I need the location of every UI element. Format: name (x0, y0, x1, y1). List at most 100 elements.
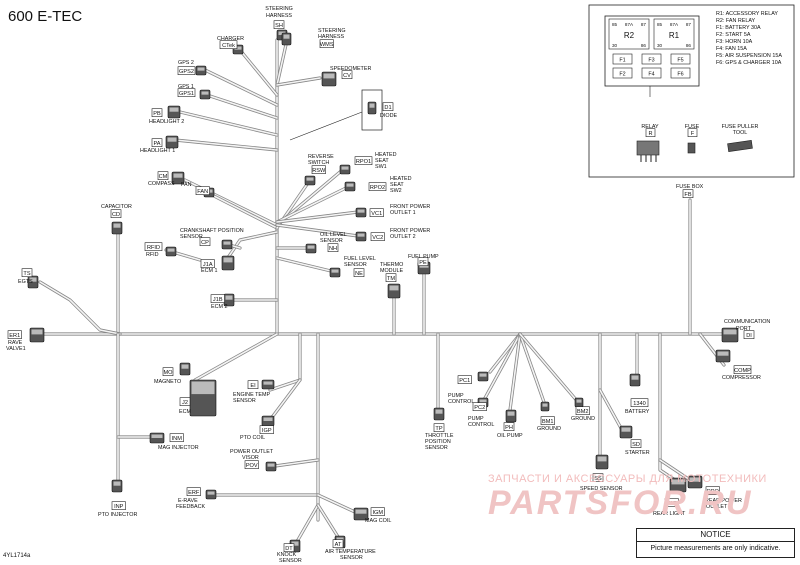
pc2-branch-core (484, 333, 521, 399)
connector-code-tp: TP (435, 426, 442, 432)
magneto-branch-core (194, 333, 278, 381)
connector-cv-icon-shine (323, 73, 335, 79)
headlight1-branch-core (174, 139, 278, 151)
connector-code-vc2: VC2 (372, 235, 383, 241)
connector-label-crankshaft-position-sensor-1: SENSOR (180, 234, 203, 240)
connector-code-pc1: PC1 (459, 378, 470, 384)
connector-code-j1b-frame (210, 294, 225, 304)
connector-dt-icon-shine (291, 541, 299, 546)
connector-inm-icon-shine (151, 434, 163, 438)
relay-pin: 87 (686, 22, 692, 27)
relay-name: R1 (669, 31, 680, 40)
connector-label-heated-seat-sw2-0: HEATED (390, 176, 412, 182)
connector-label-headlight-1: HEADLIGHT 1 (140, 148, 175, 154)
relay-pin: 30 (612, 43, 618, 48)
connector-code-pe: PE (419, 260, 427, 266)
relay-icon (636, 140, 660, 156)
headlight2-branch-core (179, 111, 278, 136)
fuse-slot (612, 67, 633, 79)
connector-label-power-outlet-visor-1: VISOR (242, 455, 259, 461)
connector-code-vc1-frame (369, 208, 384, 217)
fuse-puller-label: TOOL (733, 130, 748, 136)
connector-code-sh-frame (273, 20, 285, 30)
connector-label-thermo-module-1: MODULE (380, 268, 403, 274)
rear-light-branch (658, 332, 677, 482)
connector-code-j1b: J1B (213, 297, 223, 303)
connector-code-fan-frame (195, 186, 210, 195)
fuse-slot (641, 53, 662, 65)
connector-vc2-icon-shine (357, 233, 365, 237)
connector-code-bm2: BM2 (577, 409, 589, 415)
mag-coil-branch-core (317, 494, 356, 513)
connector-inp-icon-shine (113, 481, 121, 486)
connector-code-ss: SS (594, 476, 602, 482)
fuse-box-code-frame (682, 189, 694, 198)
connector-rpo1-icon-shine (341, 166, 349, 170)
fuse-legend-code: F (691, 131, 695, 137)
connector-code-inp: INP (114, 504, 124, 510)
relay-legend-label: RELAY (641, 124, 659, 130)
connector-label-headlight-2: HEADLIGHT 2 (149, 119, 184, 125)
fuse-legend-item: F4: FAN 15A (716, 46, 747, 52)
fuse-legend-item: F6: GPS & CHARGER 10A (716, 60, 782, 66)
relay-pin: 87A (670, 22, 679, 27)
fuse-label: F5 (677, 57, 683, 63)
fuse-label: F1 (619, 57, 625, 63)
connector-code-ei-frame (247, 380, 259, 390)
fuse-legend-item: R1: ACCESSORY RELAY (716, 11, 778, 17)
notice-text: Picture measurements are only indicative… (650, 545, 781, 552)
connector-code-erf-frame (186, 487, 201, 497)
connector-label-heated-seat-sw1-0: HEATED (375, 152, 397, 158)
connector-code-pa-frame (151, 138, 163, 147)
connector-sd-icon-shine (621, 427, 631, 432)
fuse-box-label: FUSE BOX (676, 184, 704, 190)
connector-label-crankshaft-position-sensor-0: CRANKSHAFT POSITION (180, 228, 244, 234)
connector-mo-icon-shine (181, 364, 189, 369)
connector-code-inp-frame (111, 501, 126, 511)
relay-pin: 87A (625, 22, 634, 27)
connector-label-steering-harness-1: HARNESS (318, 34, 344, 40)
connector-code-rfid: RFID (147, 245, 160, 251)
connector-label-reverse-switch-1: SWITCH (308, 160, 329, 166)
connector-code-sh: SH (275, 23, 283, 29)
connector-code-ei: EI (250, 383, 256, 389)
connector-code-vc2-frame (370, 232, 385, 241)
watermark-logo: PARTSFOR.RU (488, 484, 753, 522)
relay-legend-code: R (648, 131, 652, 137)
connector-code-cp-frame (199, 237, 211, 246)
connector-label-engine-temp-sensor-0: ENGINE TEMP (233, 392, 270, 398)
connector-label-reverse-switch-0: REVERSE (308, 154, 334, 160)
connector-code-gps2-frame (177, 66, 196, 75)
connector-code-ne-frame (353, 268, 365, 278)
outlet1-branch-core (276, 211, 359, 223)
connector-code-pov-frame (244, 460, 259, 470)
connector-bm1-icon-shine (542, 403, 548, 407)
connector-code-di: DI (746, 333, 752, 339)
connector-j1b-icon-shine (225, 295, 233, 300)
fuse-label: F2 (619, 71, 625, 77)
connector-code-at-frame (332, 539, 344, 549)
connector-code-rpo2: RPO2 (370, 185, 385, 191)
connector-code-rpo1: RPO1 (356, 159, 371, 165)
connector-rpo-icon-shine (689, 477, 701, 482)
connector-code-dt: DT (285, 546, 293, 552)
relay-pin: 86 (686, 43, 692, 48)
connector-label-fuel-level-sensor-0: FUEL LEVEL (344, 256, 376, 262)
connector-label-egts: EGTS (18, 279, 33, 285)
connector-label-front-power-outlet-1-0: FRONT POWER (390, 204, 430, 210)
connector-code-j1a-frame (200, 259, 215, 269)
connector-label-heated-seat-sw1-2: SW1 (375, 164, 387, 170)
connector-code-pc2: PC2 (474, 405, 485, 411)
fuse-legend-item: F1: BATTERY 30A (716, 25, 761, 31)
connector-pb-icon-shine (169, 107, 179, 112)
connector-ei-icon-shine (263, 381, 273, 385)
connector-pc2-icon-shine (479, 399, 487, 403)
connector-code-er1-frame (7, 330, 22, 340)
fuse-puller-label: FUSE PULLER (722, 124, 759, 130)
relay-pin: 86 (641, 43, 647, 48)
connector-1340-icon-shine (631, 375, 639, 380)
connector-label-pump-control-1: CONTROL (468, 422, 494, 428)
fuse-slot (670, 67, 691, 79)
connector-label-e-rave-feedback-0: E-RAVE (178, 498, 198, 504)
egts-branch-core (39, 281, 121, 335)
